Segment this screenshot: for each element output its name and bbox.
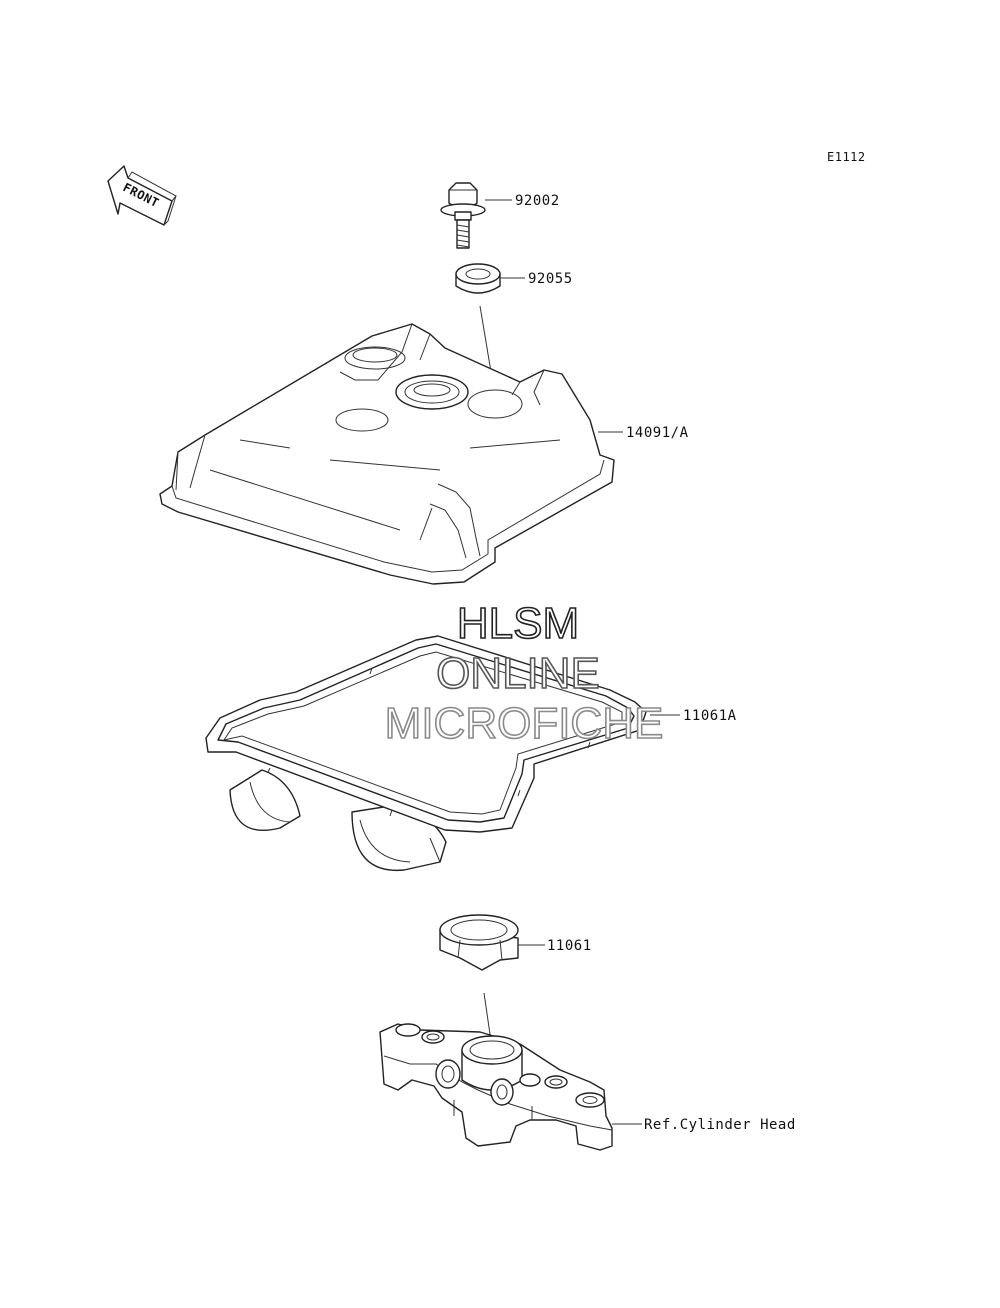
diagram-code: E1112 (827, 150, 866, 164)
callout-cylinder-head: Ref.Cylinder Head (644, 1117, 796, 1133)
watermark: HLSM ONLINE MICROFICHE (384, 598, 664, 749)
gasket-part (205, 635, 647, 872)
callout-14091a: 14091/A (626, 425, 689, 441)
callout-11061: 11061 (547, 938, 592, 954)
bolt-part (440, 182, 486, 249)
front-arrow-icon: FRONT (107, 165, 177, 226)
watermark-line-2: ONLINE (436, 649, 600, 698)
valve-cover-part (159, 323, 615, 585)
callout-92055: 92055 (528, 271, 573, 287)
watermark-line-3: MICROFICHE (385, 699, 664, 748)
watermark-line-1: HLSM (457, 599, 579, 648)
washer-part (455, 263, 501, 294)
callout-11061a: 11061A (683, 708, 737, 724)
callout-92002: 92002 (515, 193, 560, 209)
cylinder-head-part (379, 1023, 613, 1151)
seal-part (439, 914, 519, 971)
